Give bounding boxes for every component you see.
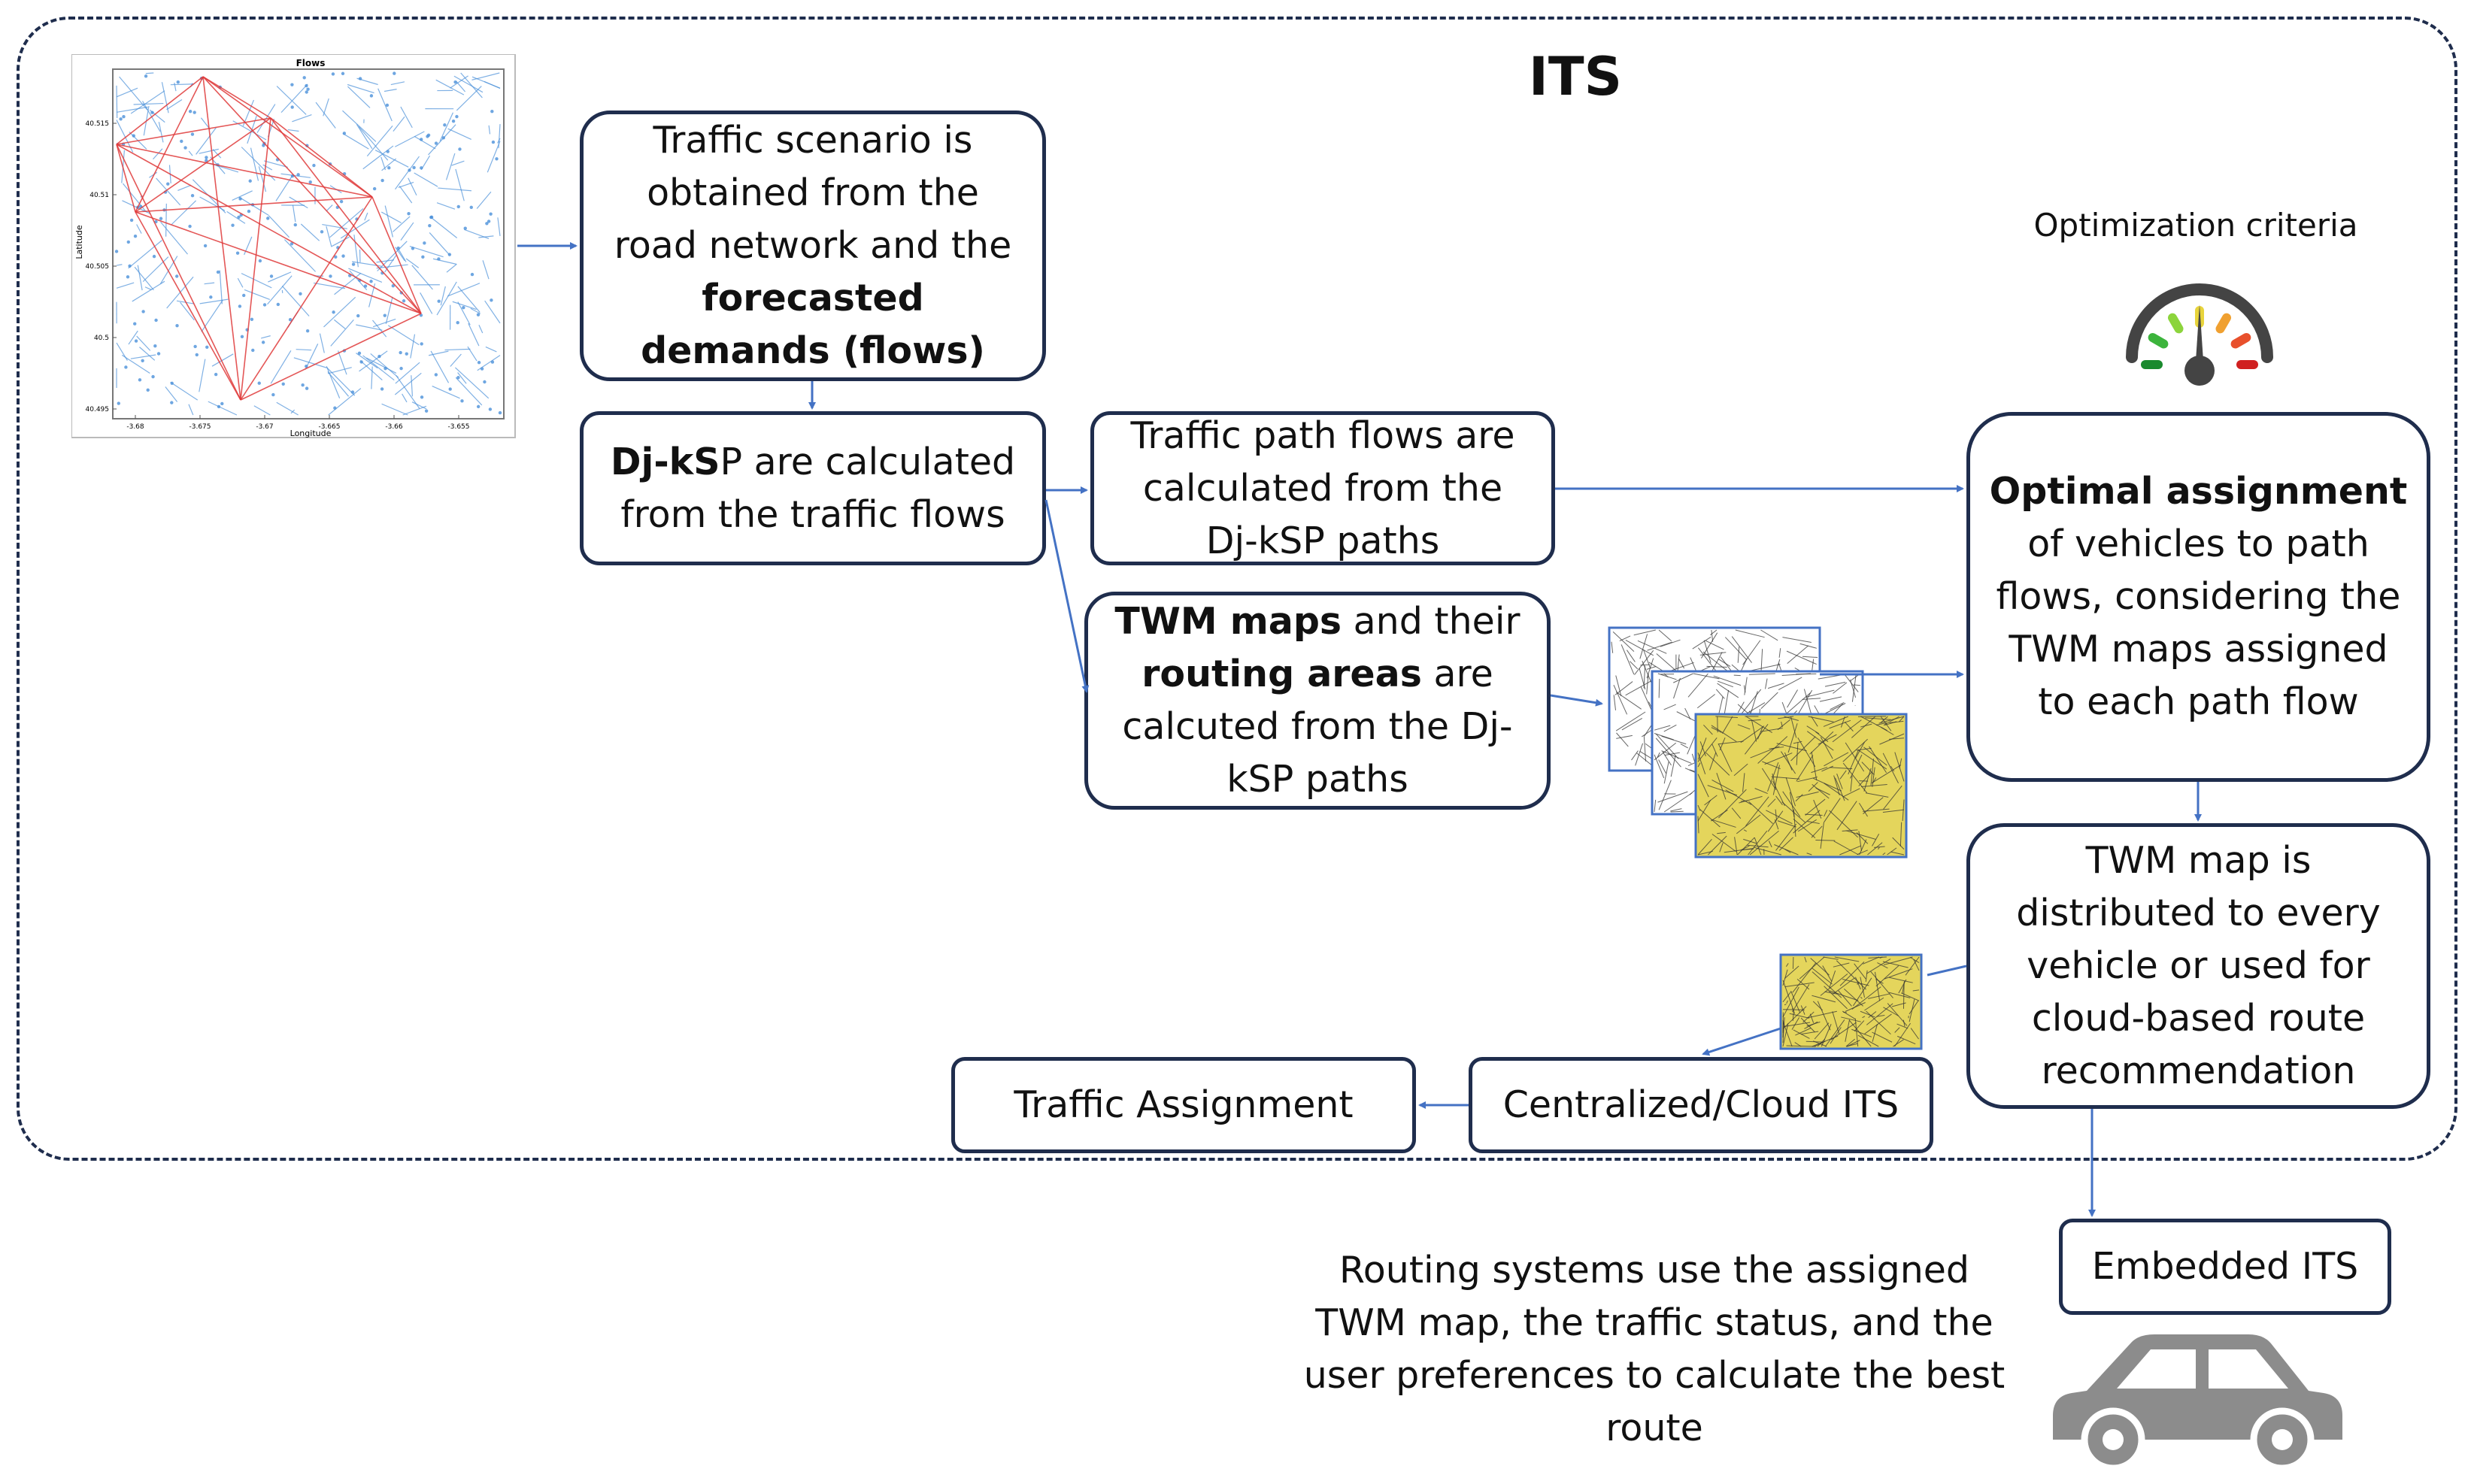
cloud-its-text: Centralized/Cloud ITS bbox=[1502, 1083, 1899, 1126]
djksp-bold: Dj-kS bbox=[610, 440, 720, 483]
twm-map-small bbox=[1779, 953, 1923, 1050]
djksp-text: P are calculated from the traffic flows bbox=[620, 440, 1016, 536]
box-cloud-its: Centralized/Cloud ITS bbox=[1469, 1057, 1933, 1153]
twm-map-stack bbox=[1608, 626, 1908, 859]
flows-plot-xtick: -3.655 bbox=[447, 423, 469, 431]
box-twm-distributed: TWM map is distributed to every vehicle … bbox=[1966, 823, 2430, 1109]
box-optimal-assignment: Optimal assignment of vehicles to path f… bbox=[1966, 412, 2430, 782]
twm-bold-1: TWM maps bbox=[1114, 600, 1342, 643]
optimal-text: of vehicles to path flows, considering t… bbox=[1996, 522, 2401, 723]
scenario-bold: forecasted demands (flows) bbox=[641, 277, 985, 372]
arrow-djksp-to-twm bbox=[1044, 499, 1090, 693]
flows-plot-od-lines bbox=[116, 76, 422, 401]
box-twm-maps: TWM maps and their routing areas are cal… bbox=[1084, 592, 1551, 810]
twm-bold-2: routing areas bbox=[1141, 653, 1422, 695]
traffic-assignment-text: Traffic Assignment bbox=[1014, 1083, 1354, 1126]
arrow-distributed-to-smallmap bbox=[1927, 965, 1967, 977]
twm-map-front bbox=[1694, 713, 1908, 859]
box-traffic-scenario: Traffic scenario is obtained from the ro… bbox=[580, 111, 1046, 381]
box-path-flows: Traffic path flows are calculated from t… bbox=[1090, 411, 1555, 565]
car-icon bbox=[2053, 1334, 2342, 1472]
flows-plot-xtick: -3.675 bbox=[189, 423, 211, 431]
arrow-smallmap-to-cloud bbox=[1702, 1027, 1781, 1056]
gauge-icon bbox=[2126, 283, 2273, 386]
flows-plot-xticks: -3.68 -3.675 -3.67 -3.665 -3.66 -3.655 bbox=[126, 415, 470, 431]
box-djksp: Dj-kSP are calculated from the traffic f… bbox=[580, 411, 1046, 565]
flows-plot-ytick: 40.5 bbox=[94, 335, 109, 342]
flows-plot-ytick: 40.495 bbox=[86, 406, 110, 413]
embedded-its-text: Embedded ITS bbox=[2091, 1245, 2359, 1288]
arrow-twm-to-maps bbox=[1550, 694, 1603, 707]
its-boundary bbox=[17, 17, 2457, 1161]
flows-plot-ytick: 40.515 bbox=[86, 120, 110, 128]
flows-plot-ytick: 40.505 bbox=[86, 263, 110, 271]
flows-plot-road-network bbox=[114, 71, 502, 416]
scenario-text: Traffic scenario is obtained from the ro… bbox=[614, 119, 1012, 267]
flows-plot-xtick: -3.665 bbox=[318, 423, 340, 431]
flows-plot-ytick: 40.51 bbox=[89, 192, 109, 199]
flows-plot-yticks: 40.515 40.51 40.505 40.5 40.495 bbox=[86, 120, 117, 413]
its-title: ITS bbox=[1528, 46, 1623, 108]
box-traffic-assignment: Traffic Assignment bbox=[951, 1057, 1416, 1153]
distributed-text: TWM map is distributed to every vehicle … bbox=[2016, 839, 2381, 1092]
flows-plot-xtick: -3.67 bbox=[256, 423, 273, 431]
flows-plot-xtick: -3.68 bbox=[126, 423, 144, 431]
optimal-bold: Optimal assignment bbox=[1989, 470, 2408, 513]
flows-plot: Flows Longitude Latitude -3.68-3.675-3.6… bbox=[71, 54, 516, 438]
path-flows-text: Traffic path flows are calculated from t… bbox=[1130, 413, 1515, 562]
twm-text-1: and their bbox=[1342, 600, 1520, 643]
routing-note: Routing systems use the assigned TWM map… bbox=[1303, 1249, 2006, 1449]
box-embedded-its: Embedded ITS bbox=[2059, 1219, 2391, 1315]
flows-plot-title: Flows bbox=[296, 58, 326, 68]
flows-plot-xtick: -3.66 bbox=[385, 423, 403, 431]
optimization-criteria-label: Optimization criteria bbox=[2033, 207, 2358, 244]
flows-plot-ylabel: Latitude bbox=[74, 225, 84, 259]
flows-plot-xlabel: Longitude bbox=[290, 429, 332, 438]
twm-text-2: are calcuted from the Dj-kSP paths bbox=[1122, 653, 1513, 801]
